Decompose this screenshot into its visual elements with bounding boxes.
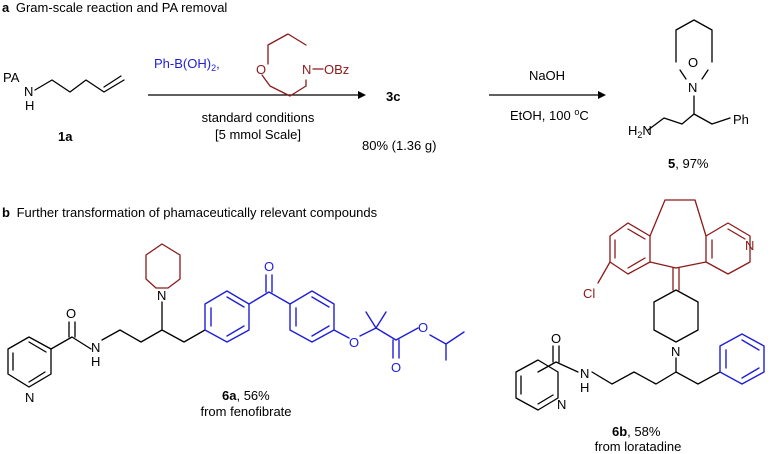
product-ph: Ph bbox=[733, 112, 749, 127]
nh-h-label: H bbox=[25, 98, 34, 113]
6b-ethylene-bridge bbox=[649, 199, 707, 237]
conditions-2-top: NaOH bbox=[529, 68, 565, 83]
product-morpholine-sides bbox=[675, 19, 713, 63]
section-a: a Gram-scale reaction and PA removal PA … bbox=[2, 0, 749, 171]
compound-3c-yield: 80% (1.36 g) bbox=[362, 138, 436, 153]
conditions-2-bottom: EtOH, 100 bbox=[510, 108, 574, 123]
6a-pyridine-n: N bbox=[25, 390, 34, 405]
section-b-letter: b bbox=[2, 205, 10, 220]
6a-ketone-o: O bbox=[264, 259, 274, 274]
morpholine-o-label: O bbox=[256, 62, 266, 77]
compound-1a: PA N H 1a bbox=[3, 70, 125, 144]
product-morph-n: N bbox=[688, 80, 697, 95]
compound-6a: N O N H N O bbox=[7, 243, 465, 419]
section-b: b Further transformation of phamaceutica… bbox=[2, 199, 765, 454]
6a-piperidine-ring bbox=[145, 243, 181, 289]
nh-n-label: N bbox=[24, 84, 33, 99]
svg-text:6a, 56%: 6a, 56% bbox=[222, 388, 270, 403]
compound-6a-yield: , 56% bbox=[236, 388, 270, 403]
morpholine-ring-lower bbox=[261, 74, 307, 97]
6a-ether-o: O bbox=[349, 335, 359, 350]
6a-piperidine-n: N bbox=[157, 288, 166, 303]
6b-nh-h: H bbox=[580, 380, 589, 395]
6a-pyridine-ring bbox=[7, 336, 52, 388]
6a-ester-carbonyl-o: O bbox=[391, 360, 401, 375]
6b-pyridine-n: N bbox=[557, 397, 566, 412]
svg-text:5, 97%: 5, 97% bbox=[668, 156, 709, 171]
6a-ester-o: O bbox=[418, 320, 428, 335]
6b-pyridine-ring bbox=[515, 359, 559, 411]
alkene-double-bond bbox=[103, 75, 122, 88]
alkenyl-chain bbox=[34, 79, 125, 93]
compound-5-label: 5 bbox=[668, 156, 675, 171]
6a-nh-h: H bbox=[91, 354, 100, 369]
svg-text:b Further transformation: b Further transformation of phamaceutica… bbox=[2, 205, 378, 220]
conditions-line-2: [5 mmol Scale] bbox=[215, 127, 301, 142]
reagent-phenylboronic-acid: Ph-B(OH) bbox=[154, 56, 211, 71]
product-h2n: H bbox=[628, 123, 637, 138]
compound-6b: Cl N N N H bbox=[515, 199, 765, 454]
obz-label: OBz bbox=[324, 62, 349, 77]
conditions-line-1: standard conditions bbox=[202, 110, 315, 125]
section-b-title: Further transformation of phamaceuticall… bbox=[17, 205, 378, 220]
compound-6a-label: 6a bbox=[222, 388, 237, 403]
6b-amide-o: O bbox=[551, 331, 561, 346]
svg-text:H2N: H2N bbox=[628, 123, 652, 140]
pa-label: PA bbox=[3, 70, 20, 85]
morpholine-ring-upper bbox=[267, 33, 307, 65]
compound-5-yield: , 97% bbox=[675, 156, 709, 171]
svg-text:Ph-B(OH)2,: Ph-B(OH)2, bbox=[154, 56, 220, 73]
product-backbone bbox=[647, 113, 731, 131]
arrow-2-head bbox=[598, 91, 606, 99]
6a-ester-chain bbox=[359, 327, 419, 341]
arrow-1-group: Ph-B(OH)2, O N OBz standard conditions [… bbox=[148, 33, 366, 142]
6b-nh-n: N bbox=[580, 366, 589, 381]
6a-amide-o: O bbox=[66, 306, 76, 321]
compound-6b-yield: , 58% bbox=[627, 424, 661, 439]
arrow-1-head bbox=[358, 91, 366, 99]
compound-5: O N H2N Ph 5, 97% bbox=[628, 19, 749, 171]
section-a-letter: a bbox=[2, 0, 10, 15]
product-morph-o: O bbox=[688, 55, 698, 70]
compound-6b-source: from loratadine bbox=[595, 439, 682, 454]
reagent-sub-2: 2 bbox=[211, 63, 216, 73]
product-morph-right-n bbox=[701, 69, 709, 80]
6a-amide-bond bbox=[50, 336, 92, 350]
6a-nh-n: N bbox=[91, 340, 100, 355]
compound-6a-source: from fenofibrate bbox=[200, 404, 291, 419]
svg-text:a Gram-scale reaction an: a Gram-scale reaction and PA removal bbox=[2, 0, 227, 15]
6b-pyridine-top bbox=[705, 222, 751, 275]
compound-1a-label: 1a bbox=[58, 129, 73, 144]
6b-cl: Cl bbox=[583, 286, 595, 301]
compound-3c-label: 3c bbox=[386, 89, 400, 104]
product-morph-left-n bbox=[679, 69, 687, 80]
6b-benzene-ring bbox=[719, 333, 765, 385]
morpholine-n-label: N bbox=[302, 62, 311, 77]
6a-benzene-1 bbox=[204, 290, 250, 343]
6b-pyridine-top-n: N bbox=[745, 238, 754, 253]
svg-text:6b, 58%: 6b, 58% bbox=[612, 424, 661, 439]
morpholino-obz-reagent: O N OBz bbox=[256, 33, 349, 97]
6b-piperidine-ring bbox=[653, 289, 699, 343]
6b-chain bbox=[591, 371, 721, 385]
6a-chain bbox=[101, 329, 206, 343]
arrow-2-group: NaOH EtOH, 100 oC bbox=[489, 68, 606, 123]
compound-6b-label: 6b bbox=[612, 424, 627, 439]
svg-text:EtOH, 100 oC: EtOH, 100 oC bbox=[510, 107, 589, 123]
6b-piperidine-n: N bbox=[671, 344, 680, 359]
6a-ketone-bonds bbox=[248, 291, 291, 305]
section-a-title: Gram-scale reaction and PA removal bbox=[16, 0, 228, 15]
